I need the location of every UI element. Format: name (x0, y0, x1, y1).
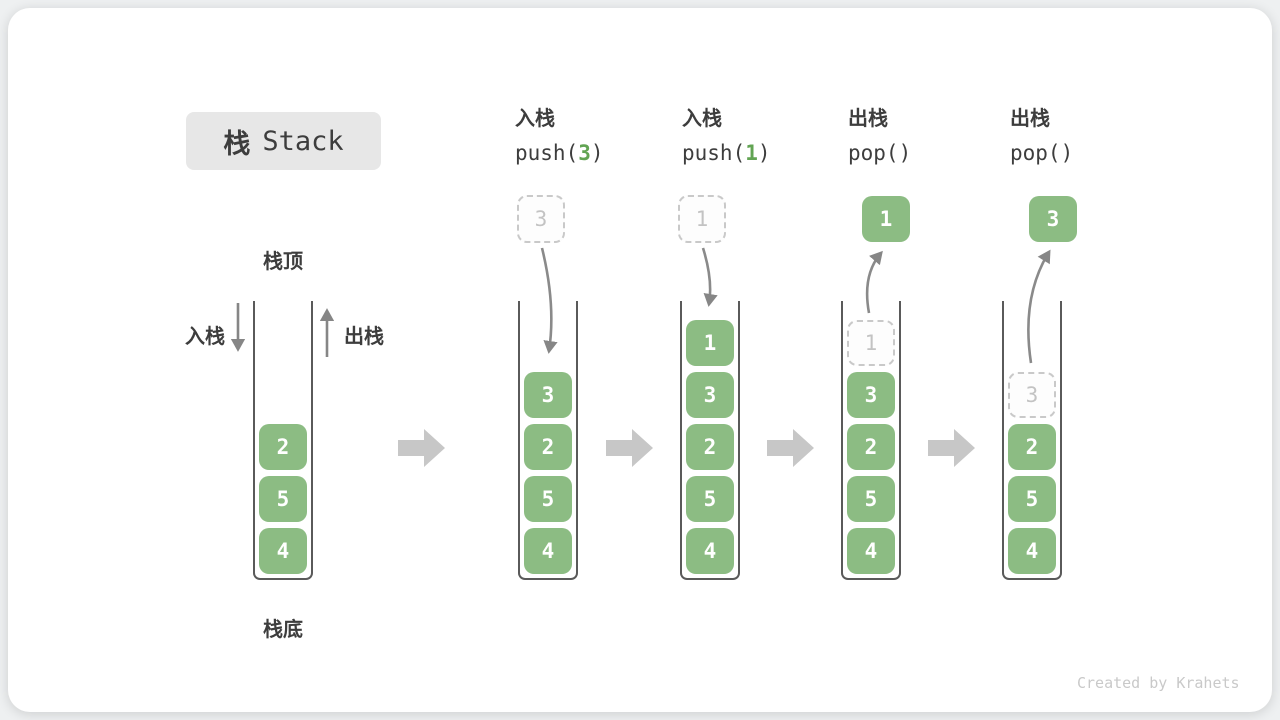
stack-stage-push-1: 1 3 2 5 4 (680, 301, 740, 580)
stack-block: 5 (524, 476, 572, 522)
op-code: pop() (848, 140, 911, 166)
op-label: 出栈 (1010, 106, 1050, 130)
stack-block: 2 (524, 424, 572, 470)
stack-block: 4 (1008, 528, 1056, 574)
op-header-pop-1: 出栈 pop() (848, 105, 911, 166)
op-label: 出栈 (848, 106, 888, 130)
stack-block: 2 (259, 424, 307, 470)
code-pre: push( (682, 141, 746, 165)
stack-stage-pop-1: 1 3 2 5 4 (841, 301, 901, 580)
op-code: push(3) (515, 140, 604, 166)
code-pre: pop( (848, 141, 899, 165)
stack-block: 2 (1008, 424, 1056, 470)
op-header-push-3: 入栈 push(3) (515, 105, 604, 166)
stack-bottom-label: 栈底 (263, 617, 303, 641)
code-arg: 1 (745, 141, 758, 165)
popped-element-box: 1 (862, 196, 910, 242)
op-header-pop-3: 出栈 pop() (1010, 105, 1073, 166)
stack-stage-pop-3: 3 2 5 4 (1002, 301, 1062, 580)
op-label: 入栈 (682, 106, 722, 130)
stack-block: 3 (524, 372, 572, 418)
stack-ghost-block: 3 (1008, 372, 1056, 418)
op-label: 入栈 (515, 106, 555, 130)
title-en: Stack (262, 125, 344, 157)
stack-stage-initial: 2 5 4 (253, 301, 313, 580)
stack-block: 4 (259, 528, 307, 574)
code-post: ) (757, 141, 771, 165)
stack-block: 2 (686, 424, 734, 470)
popped-element-box: 3 (1029, 196, 1077, 242)
incoming-element-box: 3 (517, 195, 565, 243)
code-post: ) (898, 141, 912, 165)
code-post: ) (590, 141, 604, 165)
stack-block: 5 (1008, 476, 1056, 522)
incoming-element-box: 1 (678, 195, 726, 243)
stack-block: 1 (686, 320, 734, 366)
code-pre: pop( (1010, 141, 1061, 165)
watermark: Created by Krahets (1077, 674, 1240, 692)
stack-block: 2 (847, 424, 895, 470)
stack-stage-push-3: 3 2 5 4 (518, 301, 578, 580)
stack-block: 5 (259, 476, 307, 522)
op-code: pop() (1010, 140, 1073, 166)
title-badge: 栈 Stack (186, 112, 381, 170)
stack-block: 5 (686, 476, 734, 522)
code-arg: 3 (578, 141, 591, 165)
op-code: push(1) (682, 140, 771, 166)
stack-block: 3 (686, 372, 734, 418)
code-post: ) (1060, 141, 1074, 165)
stack-block: 4 (524, 528, 572, 574)
stack-ghost-block: 1 (847, 320, 895, 366)
op-header-push-1: 入栈 push(1) (682, 105, 771, 166)
stack-block: 4 (847, 528, 895, 574)
push-side-label: 入栈 (185, 324, 225, 348)
stack-block: 3 (847, 372, 895, 418)
stack-top-label: 栈顶 (263, 249, 303, 273)
pop-side-label: 出栈 (344, 324, 384, 348)
stack-block: 4 (686, 528, 734, 574)
title-zh: 栈 (223, 128, 251, 160)
code-pre: push( (515, 141, 579, 165)
stack-block: 5 (847, 476, 895, 522)
